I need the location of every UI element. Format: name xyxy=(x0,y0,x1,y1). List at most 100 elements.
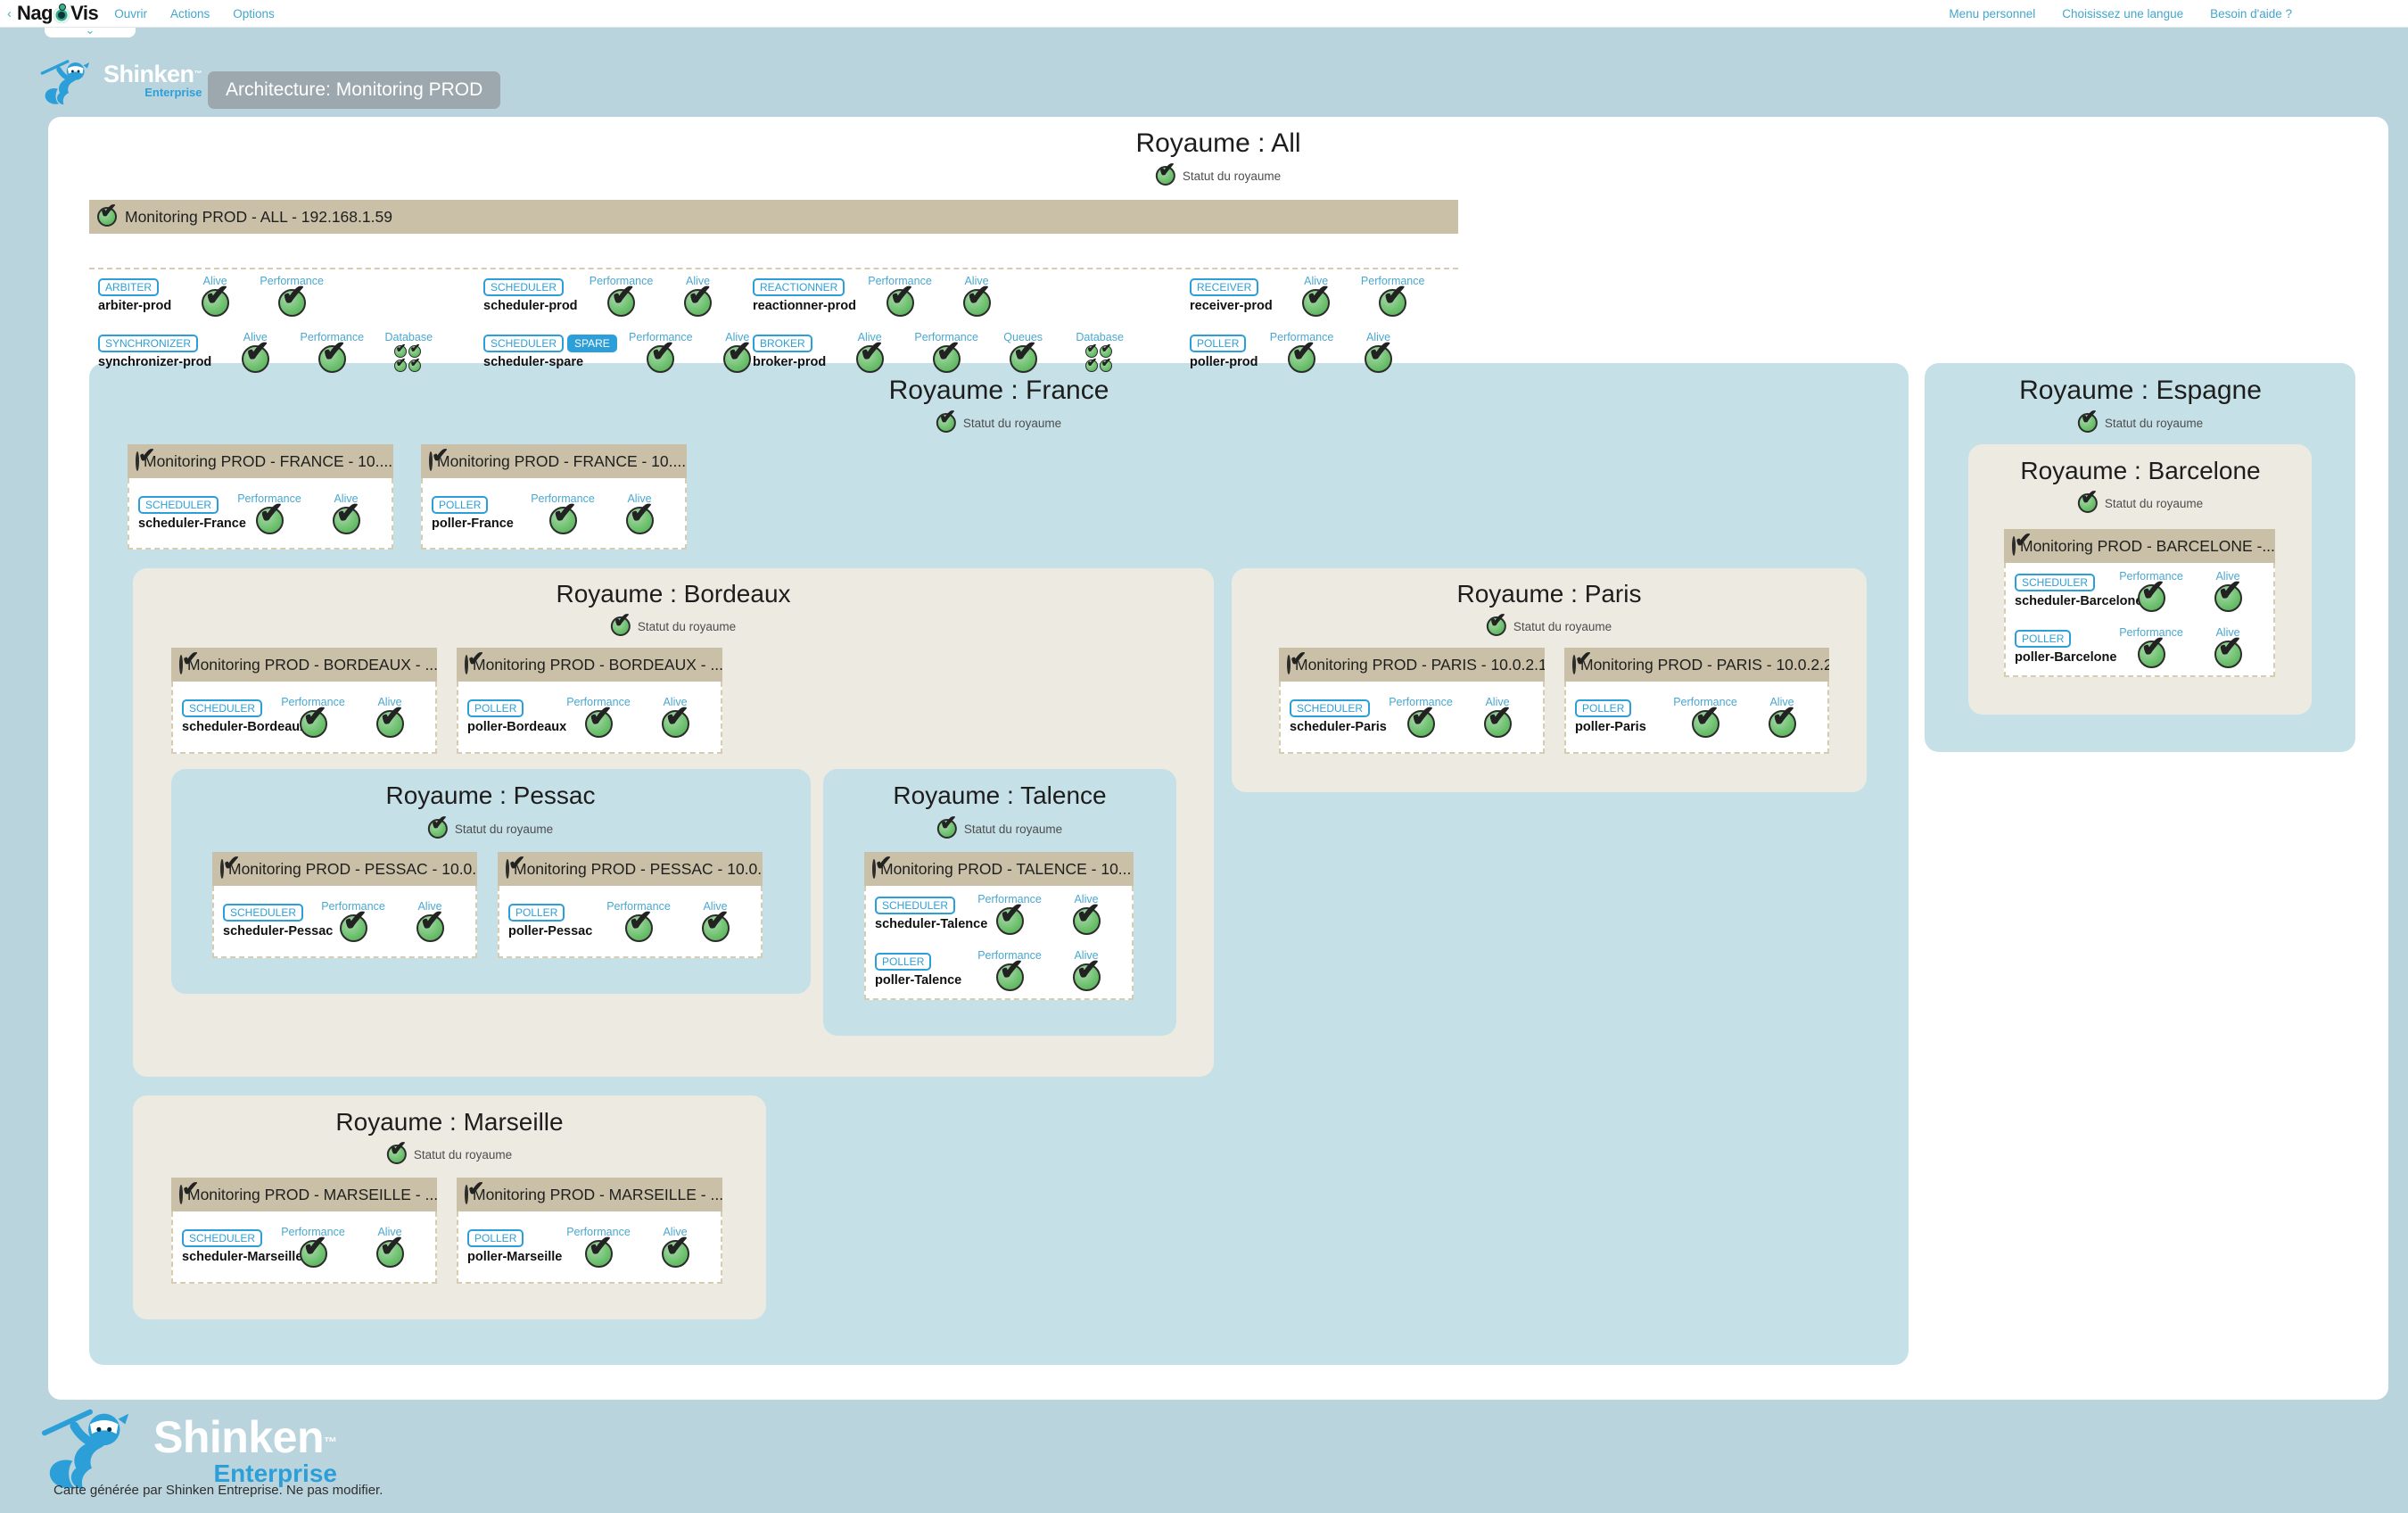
ok-check-icon[interactable] xyxy=(1484,710,1512,738)
back-chevron-icon[interactable]: ‹ xyxy=(7,6,12,21)
monitoring-box-body: SCHEDULERscheduler-MarseillePerformanceA… xyxy=(171,1211,437,1284)
menu-item-actions[interactable]: Actions xyxy=(170,7,210,21)
monitoring-box-body: POLLERpoller-PessacPerformanceAlive xyxy=(498,886,763,958)
realm-status-all[interactable]: Statut du royaume xyxy=(1156,166,1281,186)
monitoring-box-header[interactable]: Monitoring PROD - PARIS - 10.0.2.1 xyxy=(1279,648,1545,682)
ok-check-icon[interactable] xyxy=(647,345,674,373)
realm-status-talence[interactable]: Statut du royaume xyxy=(937,819,1062,839)
monitoring-box-header[interactable]: Monitoring PROD - MARSEILLE - ... xyxy=(171,1178,437,1211)
ok-check-icon[interactable] xyxy=(1302,289,1330,317)
metric-database: Database xyxy=(1061,331,1138,374)
realm-status-paris[interactable]: Statut du royaume xyxy=(1487,616,1612,636)
realm-status-france[interactable]: Statut du royaume xyxy=(936,413,1061,433)
component-name: scheduler-spare xyxy=(483,355,617,369)
monitoring-box-header[interactable]: Monitoring PROD - FRANCE - 10.... xyxy=(128,444,393,478)
ok-check-icon[interactable] xyxy=(333,507,360,534)
ok-check-icon[interactable] xyxy=(256,507,284,534)
realm-status-marseille[interactable]: Statut du royaume xyxy=(387,1145,512,1164)
monitoring-box-header[interactable]: Monitoring PROD - MARSEILLE - ... xyxy=(457,1178,722,1211)
monitoring-box-header[interactable]: Monitoring PROD - FRANCE - 10.... xyxy=(421,444,687,478)
monitoring-box-france-2: Monitoring PROD - FRANCE - 10.... POLLER… xyxy=(421,444,687,550)
shinken-ninja-icon xyxy=(39,1402,144,1495)
shinken-wordmark: Shinken xyxy=(103,61,194,87)
monitoring-box-header[interactable]: Monitoring PROD - BORDEAUX - ... xyxy=(457,648,722,682)
metric-performance: Performance xyxy=(231,492,308,534)
ok-check-icon[interactable] xyxy=(2138,584,2165,612)
menu-item-personal[interactable]: Menu personnel xyxy=(1949,7,2035,21)
ok-check-icon[interactable] xyxy=(887,289,914,317)
monitoring-box-header[interactable]: Monitoring PROD - ALL - 192.168.1.59 xyxy=(89,200,1458,234)
ok-check-icon[interactable] xyxy=(933,345,961,373)
ok-check-icon[interactable] xyxy=(585,1240,613,1268)
ok-check-icon[interactable] xyxy=(1407,710,1435,738)
ok-check-icon[interactable] xyxy=(585,710,613,738)
ok-check-icon[interactable] xyxy=(996,963,1024,991)
ok-check-icon[interactable] xyxy=(416,914,444,942)
ok-check-icon[interactable] xyxy=(684,289,712,317)
ok-check-icon[interactable] xyxy=(625,914,653,942)
component-name: scheduler-Barcelone xyxy=(2015,594,2107,608)
menu-item-help[interactable]: Besoin d'aide ? xyxy=(2210,7,2292,21)
ok-check-icon[interactable] xyxy=(202,289,229,317)
menu-item-options[interactable]: Options xyxy=(233,7,275,21)
ok-check-icon[interactable] xyxy=(1073,907,1101,935)
monitoring-box-header[interactable]: Monitoring PROD - PESSAC - 10.0... xyxy=(212,852,477,886)
ok-check-icon[interactable] xyxy=(1692,710,1719,738)
ok-check-icon[interactable] xyxy=(1010,345,1037,373)
ok-check-icon[interactable] xyxy=(300,1240,327,1268)
component-arbiter-prod: ARBITERarbiter-prodAlivePerformance xyxy=(98,268,330,324)
metric-performance: Performance xyxy=(971,949,1048,991)
ok-check-icon[interactable] xyxy=(1379,289,1406,317)
ok-check-icon[interactable] xyxy=(1288,345,1315,373)
monitoring-box-header[interactable]: Monitoring PROD - TALENCE - 10... xyxy=(864,852,1134,886)
monitoring-box-header[interactable]: Monitoring PROD - BARCELONE -... xyxy=(2004,529,2275,563)
metric-performance: Performance xyxy=(293,331,370,373)
ok-check-icon[interactable] xyxy=(702,914,730,942)
metric-alive: Alive xyxy=(351,1226,428,1268)
ok-check-icon[interactable] xyxy=(662,1240,689,1268)
monitoring-box-header[interactable]: Monitoring PROD - BORDEAUX - ... xyxy=(171,648,437,682)
ok-check-icon[interactable] xyxy=(300,710,327,738)
header-toggle-tab[interactable]: ⌄ xyxy=(45,27,136,37)
ok-check-icon[interactable] xyxy=(340,914,367,942)
component-name-block: SCHEDULERscheduler-Talence xyxy=(875,897,966,931)
realm-status-pessac[interactable]: Statut du royaume xyxy=(428,819,553,839)
ok-check-icon[interactable] xyxy=(662,710,689,738)
ok-check-icon[interactable] xyxy=(1769,710,1796,738)
ok-check-icon[interactable] xyxy=(242,345,269,373)
monitoring-box-body: SCHEDULERscheduler-FrancePerformanceAliv… xyxy=(128,478,393,550)
nagvis-logo[interactable]: NagVis xyxy=(17,2,98,25)
realm-status-bordeaux[interactable]: Statut du royaume xyxy=(611,616,736,636)
nagvis-logo-suffix: Vis xyxy=(70,2,98,25)
ok-check-icon[interactable] xyxy=(278,289,306,317)
ok-check-icon[interactable] xyxy=(376,710,404,738)
component-name: scheduler-France xyxy=(138,517,226,531)
menu-item-ouvrir[interactable]: Ouvrir xyxy=(114,7,147,21)
ok-check-icon[interactable] xyxy=(549,507,577,534)
ok-check-icon[interactable] xyxy=(2214,641,2242,668)
realm-status-barcelone[interactable]: Statut du royaume xyxy=(2078,493,2203,513)
menu-item-language[interactable]: Choisissez une langue xyxy=(2062,7,2183,21)
ok-check-icon[interactable] xyxy=(626,507,654,534)
monitoring-box-header[interactable]: Monitoring PROD - PESSAC - 10.0... xyxy=(498,852,763,886)
ok-check-icon[interactable] xyxy=(856,345,884,373)
ok-check-icon[interactable] xyxy=(963,289,991,317)
ok-check-icon[interactable] xyxy=(723,345,751,373)
status-label: Statut du royaume xyxy=(963,417,1061,430)
monitoring-box-header[interactable]: Monitoring PROD - PARIS - 10.0.2.2 xyxy=(1564,648,1829,682)
status-label: Statut du royaume xyxy=(2105,417,2203,430)
realm-status-espagne[interactable]: Statut du royaume xyxy=(2078,413,2203,433)
ok-check-icon[interactable] xyxy=(1365,345,1392,373)
ok-check-icon[interactable] xyxy=(2214,584,2242,612)
ok-check-icon[interactable] xyxy=(1073,963,1101,991)
ok-check-icon[interactable] xyxy=(607,289,635,317)
ok-check-icon[interactable] xyxy=(996,907,1024,935)
database-status-icon[interactable] xyxy=(394,345,423,374)
database-status-icon[interactable] xyxy=(1085,345,1114,374)
monitoring-box-title: Monitoring PROD - FRANCE - 10.... xyxy=(144,452,392,471)
ok-check-icon[interactable] xyxy=(318,345,346,373)
ok-check-icon[interactable] xyxy=(2138,641,2165,668)
monitoring-box-paris-2: Monitoring PROD - PARIS - 10.0.2.2 POLLE… xyxy=(1564,648,1829,754)
ok-check-icon[interactable] xyxy=(376,1240,404,1268)
component-poller-marseille: POLLERpoller-MarseillePerformanceAlive xyxy=(458,1211,721,1282)
